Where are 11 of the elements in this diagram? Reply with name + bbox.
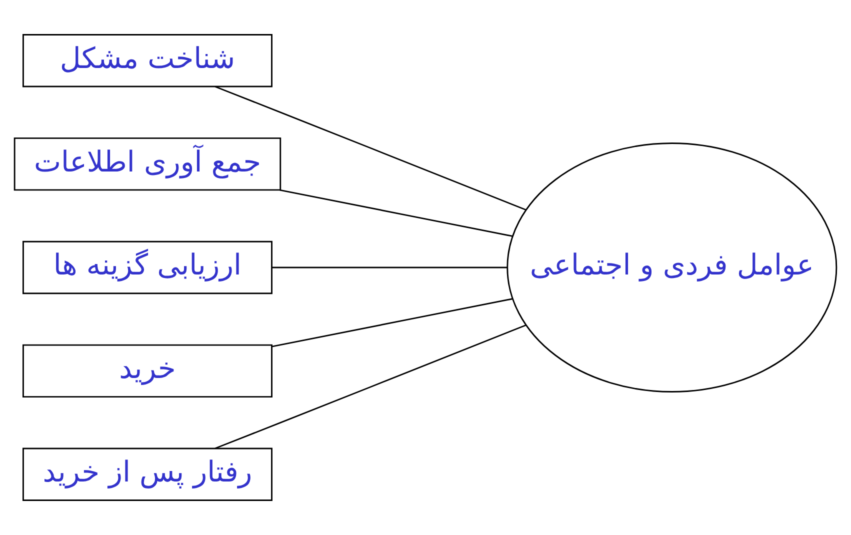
- node-box: شناخت مشکل: [22, 34, 272, 88]
- connector: [214, 86, 526, 211]
- node-box: رفتار پس از خرید: [22, 448, 272, 501]
- node-box: ارزیابی گزینه ها: [22, 240, 272, 294]
- connector: [272, 298, 512, 348]
- node-box: خرید: [22, 344, 272, 398]
- connector: [214, 324, 526, 450]
- connector: [272, 266, 508, 268]
- connector: [280, 189, 513, 237]
- node-ellipse: عوامل فردی و اجتماعی: [506, 142, 838, 392]
- node-box: جمع آوری اطلاعات: [14, 137, 282, 191]
